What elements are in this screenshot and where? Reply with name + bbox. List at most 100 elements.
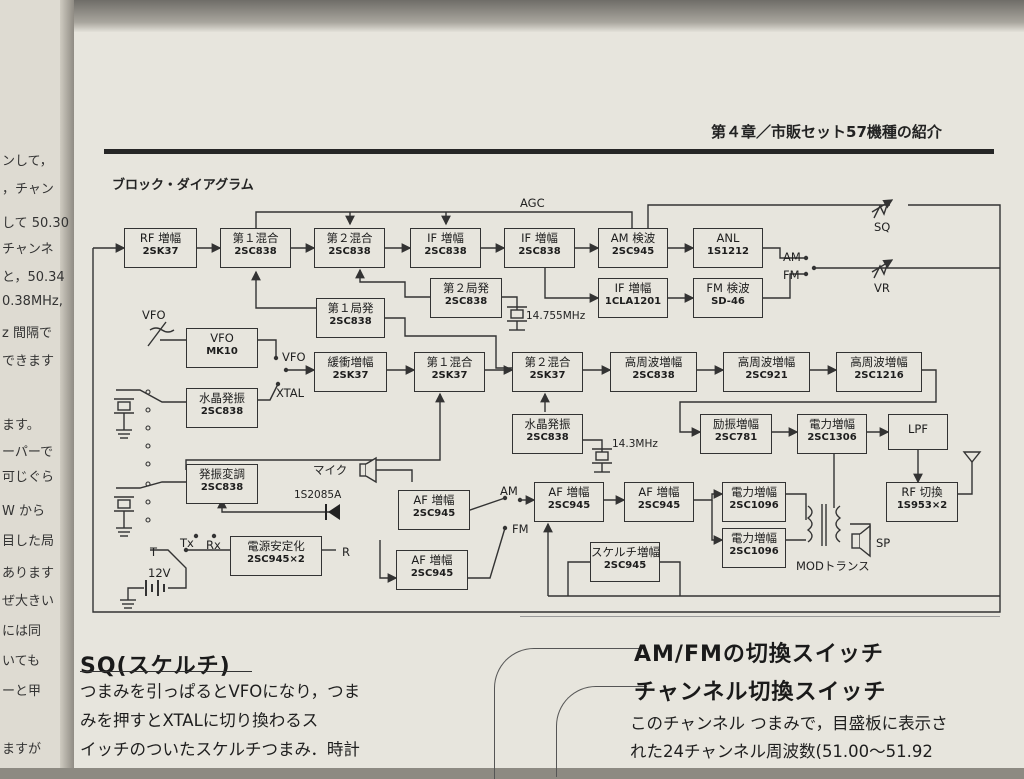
wire-rfsw-antenna [958, 462, 973, 495]
wire-vfo-arrow [147, 321, 167, 347]
wire-battery-ground [127, 587, 144, 600]
left-page-line: と，50.34 [2, 270, 65, 285]
label-mod-transformer: MODトランス [796, 559, 870, 573]
sq-pot-icon [871, 199, 894, 219]
crystal-selector-dots [145, 389, 151, 523]
label-agc: AGC [520, 196, 545, 210]
antenna-icon [962, 451, 982, 464]
label-tx: Tx [180, 536, 194, 550]
label-vr: VR [874, 281, 890, 295]
left-page-line: 目した局 [2, 534, 55, 549]
left-page-line: できます [2, 354, 55, 369]
left-page-line: には同 [2, 624, 42, 639]
left-page-line: ンして， [2, 154, 53, 169]
heading-channel-switch: チャンネル切換スイッチ [634, 680, 887, 705]
wire-hf3-driver [679, 369, 937, 437]
wire-lo2-crystal [502, 296, 518, 310]
wire-sq-amp [567, 561, 590, 596]
section-bracket [494, 648, 645, 779]
wire-reg-aflow [379, 540, 398, 583]
microphone-icon [359, 456, 377, 484]
wire-vfo-switch [258, 339, 277, 358]
crystal-tx-icon [114, 496, 134, 528]
wire-fmdet-switch [763, 273, 806, 299]
left-page-line: 可じぐら [2, 470, 55, 485]
wire-af2-pow2 [711, 500, 724, 545]
channel-text-line-2: れた24チャンネル周波数(51.00～51.92 [630, 742, 933, 761]
left-page-line: いても [2, 654, 40, 669]
label-mic: マイク [313, 463, 348, 477]
block-lpf: LPF [888, 414, 948, 450]
wire-xtal-switch [258, 383, 279, 401]
left-page-line: あります [2, 566, 55, 581]
left-page-line: z 間隔で [2, 326, 52, 341]
left-page-line: ますが [2, 742, 42, 757]
sq-wire [647, 204, 890, 228]
wire-lo2-mix2 [355, 268, 430, 298]
left-page-line: ーと甲 [2, 684, 42, 699]
header-rule [104, 149, 994, 154]
crystal-rx-icon [114, 398, 134, 430]
wire-if2-if3 [544, 268, 600, 303]
outer-loop-wire [92, 204, 1001, 613]
left-page-line: ，チャン [2, 182, 54, 197]
label-am: AM [783, 250, 801, 264]
wire-anl-switch [763, 247, 806, 259]
divider [520, 616, 1000, 617]
wire-lo1-txmix2 [385, 317, 512, 369]
background-edge [74, 0, 1024, 32]
diagram-title: ブロック・ダイアグラム [112, 178, 254, 193]
label-rx: Rx [206, 538, 221, 552]
channel-text-line-1: このチャンネル つまみで，目盛板に表示さ [630, 714, 948, 733]
label-vfo-switch: VFO [282, 350, 306, 364]
label-xtal-switch: XTAL [276, 386, 305, 400]
squelch-text-line-3: イッチのついたスケルチつまみ．時計 [80, 740, 360, 759]
switch-contacts [183, 255, 817, 553]
section-bracket-inner [556, 686, 647, 777]
heading-am-fm-switch: AM/FMの切換スイッチ [634, 642, 884, 667]
wire-pow1-trans [786, 493, 807, 520]
heading-underline [80, 671, 252, 672]
squelch-text-line-2: みを押すとXTALに切り換わるス [80, 711, 319, 730]
wire-txxtal-crystal [583, 439, 603, 452]
label-switch-am: AM [500, 484, 518, 498]
left-page-line: 0.38MHz, [2, 294, 63, 309]
left-page-line: ぜ大きい [2, 594, 55, 609]
speaker-icon [851, 524, 871, 558]
ground-icons [116, 329, 610, 609]
page-gutter [60, 0, 74, 768]
label-t: T [150, 545, 158, 559]
wire-battery [150, 549, 187, 589]
vr-pot-icon [871, 259, 894, 279]
label-sq: SQ [874, 220, 891, 234]
label-crystal-14-755: 14.755MHz [526, 310, 586, 322]
left-page-line: ます。 [2, 418, 40, 433]
